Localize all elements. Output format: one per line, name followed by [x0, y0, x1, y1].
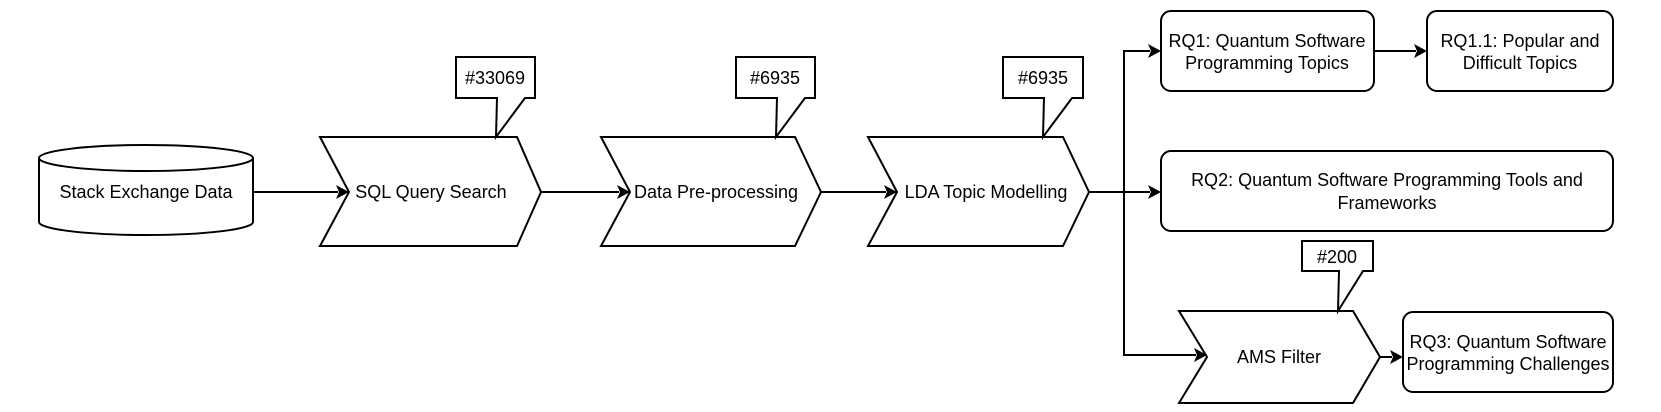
- rq2-label-line-2: Frameworks: [1337, 193, 1436, 213]
- rq1-node: RQ1: Quantum Software Programming Topics: [1160, 10, 1375, 92]
- ams-filter-node: AMS Filter: [1177, 310, 1382, 404]
- ams-filter-label: AMS Filter: [1237, 347, 1321, 367]
- rq1-1-label-line-2: Difficult Topics: [1463, 53, 1577, 73]
- stack-exchange-data-label: Stack Exchange Data: [59, 182, 233, 202]
- edge-ams-filter-to-rq3: [1380, 350, 1403, 364]
- preprocessing-count-label: #6935: [750, 68, 800, 88]
- rq2-label-line-1: RQ2: Quantum Software Programming Tools …: [1191, 170, 1583, 190]
- rq2-node: RQ2: Quantum Software Programming Tools …: [1160, 150, 1614, 232]
- preprocessing-count-callout: #6935: [735, 56, 816, 141]
- ams-count-callout: #200: [1301, 240, 1374, 315]
- edge-preprocessing-to-lda: [821, 185, 897, 199]
- sql-query-search-label: SQL Query Search: [355, 182, 506, 202]
- rq3-node: RQ3: Quantum Software Programming Challe…: [1402, 311, 1614, 393]
- edge-lda-to-rq1: [1089, 44, 1161, 193]
- rq1-label-line-2: Programming Topics: [1185, 53, 1349, 73]
- lda-topic-modelling-node: LDA Topic Modelling: [866, 136, 1091, 247]
- sql-query-search-node: SQL Query Search: [318, 136, 543, 247]
- lda-count-callout: #6935: [1002, 56, 1084, 141]
- lda-topic-modelling-label: LDA Topic Modelling: [905, 182, 1068, 202]
- ams-count-label: #200: [1317, 247, 1357, 267]
- edge-rq1-to-rq1-1: [1374, 44, 1427, 58]
- sql-count-label: #33069: [465, 68, 525, 88]
- edge-stack-to-sql: [253, 185, 349, 199]
- data-preprocessing-node: Data Pre-processing: [599, 136, 823, 247]
- rq3-label-line-2: Programming Challenges: [1406, 354, 1609, 374]
- rq3-label-line-1: RQ3: Quantum Software: [1409, 332, 1606, 352]
- lda-count-label: #6935: [1018, 68, 1068, 88]
- rq1-1-label-line-1: RQ1.1: Popular and: [1440, 31, 1599, 51]
- edge-lda-to-ams-filter: [1123, 192, 1207, 362]
- sql-count-callout: #33069: [455, 56, 536, 141]
- stack-exchange-data-node: Stack Exchange Data: [38, 144, 254, 236]
- edge-lda-to-rq2: [1089, 185, 1161, 199]
- edge-sql-to-preprocessing: [541, 185, 630, 199]
- rq1-label-line-1: RQ1: Quantum Software: [1168, 31, 1365, 51]
- data-preprocessing-label: Data Pre-processing: [634, 182, 798, 202]
- rq1-1-node: RQ1.1: Popular and Difficult Topics: [1426, 10, 1614, 92]
